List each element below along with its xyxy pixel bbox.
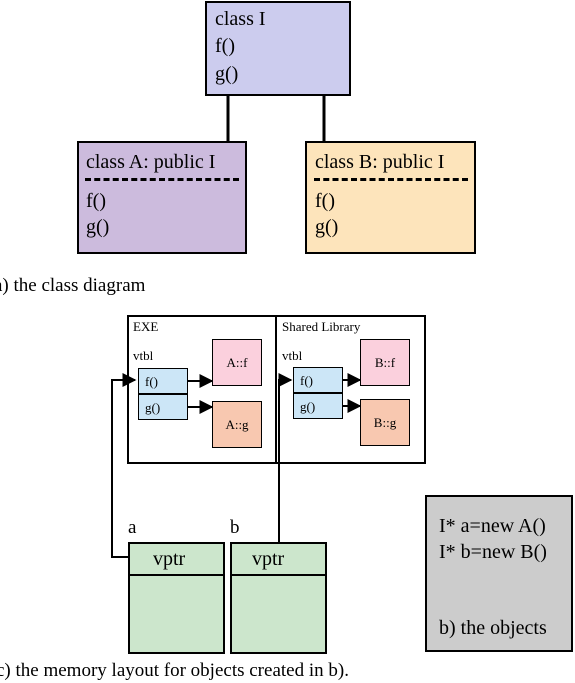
lib-vtbl-slot-f: f() xyxy=(293,367,343,393)
class-i-method-f: f() xyxy=(215,35,235,57)
memory-layout-caption: c) the memory layout for objects created… xyxy=(0,660,349,681)
objects-line-a: I* a=new A() xyxy=(439,515,546,537)
lib-target-g: B::g xyxy=(360,399,410,446)
pointer-b-to-lib-vtbl xyxy=(278,373,293,542)
exe-target-g: A::g xyxy=(212,401,262,448)
exe-vtbl-slot-g: g() xyxy=(138,394,188,420)
lib-vtbl-slot-g: g() xyxy=(293,393,343,419)
pointer-a-to-exe-vtbl xyxy=(111,373,137,558)
class-i-box: class I f() g() xyxy=(205,1,351,96)
shared-library-label: Shared Library xyxy=(282,319,361,334)
object-b-divider xyxy=(232,574,325,576)
class-a-divider xyxy=(85,178,239,181)
class-a-method-f: f() xyxy=(86,190,106,212)
object-b-label: b xyxy=(230,517,240,538)
object-b-vptr: vptr xyxy=(252,548,285,570)
class-b-box: class B: public I f() g() xyxy=(305,141,476,254)
class-i-method-g: g() xyxy=(215,63,239,85)
object-b: vptr xyxy=(230,542,327,654)
class-a-box: class A: public I f() g() xyxy=(77,141,247,254)
exe-label: EXE xyxy=(133,319,159,334)
class-a-method-g: g() xyxy=(86,216,110,238)
exe-vtbl-slot-f: f() xyxy=(138,368,188,394)
object-a-vptr: vptr xyxy=(153,548,186,570)
class-diagram-caption: a) the class diagram xyxy=(0,275,146,296)
class-i-title: class I xyxy=(215,8,266,30)
class-b-title: class B: public I xyxy=(315,151,445,173)
class-a-title: class A: public I xyxy=(86,151,216,173)
class-b-method-f: f() xyxy=(315,190,335,212)
shared-library-region: Shared Library vtbl xyxy=(275,315,426,464)
object-a-label: a xyxy=(128,517,137,538)
exe-target-f: A::f xyxy=(212,339,262,386)
object-a: vptr xyxy=(128,542,225,654)
class-b-divider xyxy=(314,178,468,181)
class-b-method-g: g() xyxy=(315,216,339,238)
exe-vtbl-label: vtbl xyxy=(133,348,154,363)
objects-line-b: I* b=new B() xyxy=(439,541,547,563)
objects-panel: I* a=new A() I* b=new B() b) the objects xyxy=(425,495,573,652)
objects-caption: b) the objects xyxy=(439,617,547,639)
shared-library-vtbl-label: vtbl xyxy=(282,348,303,363)
lib-target-f: B::f xyxy=(360,339,410,386)
object-a-divider xyxy=(130,574,223,576)
